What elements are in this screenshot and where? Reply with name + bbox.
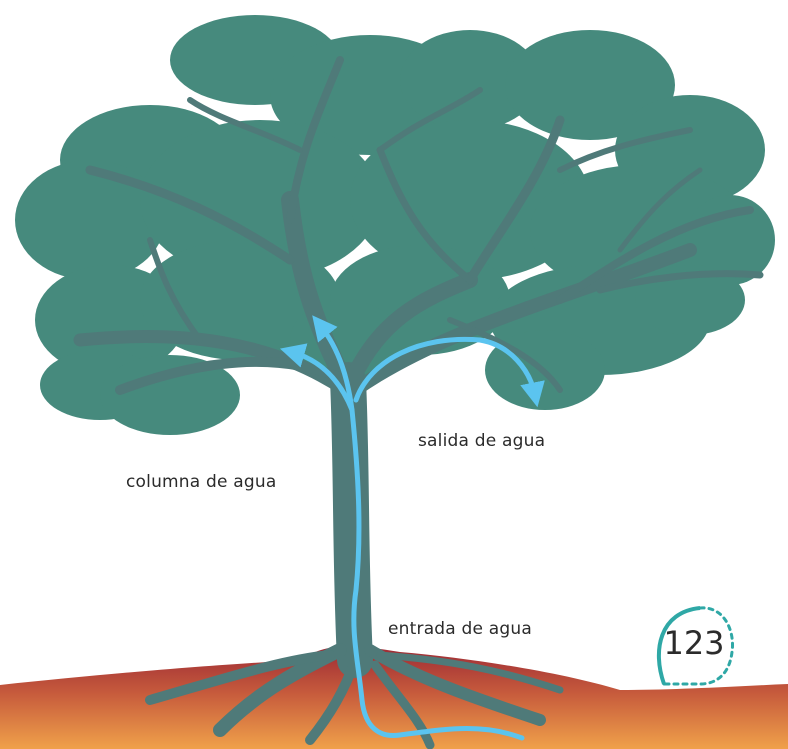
water-column-label: columna de agua (126, 472, 276, 492)
water-entry-label: entrada de agua (388, 619, 532, 639)
water-exit-label: salida de agua (418, 431, 545, 451)
page-number: 123 (656, 624, 732, 662)
